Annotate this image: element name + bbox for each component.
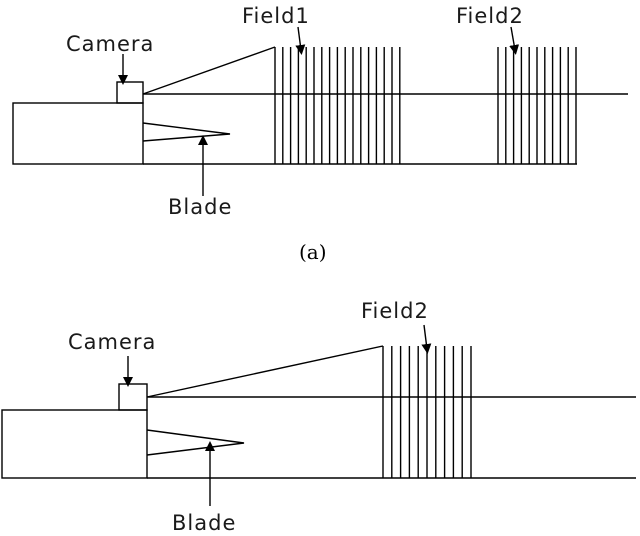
panel-a: Camera Field1 Field2 Blade (a) (12, 4, 628, 264)
field2-lines (382, 346, 472, 478)
blade-label: Blade (172, 511, 236, 535)
blade-label: Blade (168, 195, 232, 219)
field1-pointer (295, 26, 306, 55)
field2-label: Field2 (456, 4, 524, 28)
view-ray (146, 345, 384, 398)
view-ray (142, 46, 276, 95)
field2-pointer (509, 26, 520, 55)
field2-lines (497, 47, 577, 164)
field2-label: Field2 (361, 299, 429, 323)
housing-body (12, 102, 144, 165)
field1-label: Field1 (242, 4, 310, 28)
camera-label: Camera (66, 32, 154, 56)
field1-lines (274, 47, 401, 164)
field2-pointer (421, 324, 432, 354)
housing-body (1, 409, 148, 479)
camera-box (116, 81, 144, 104)
blade-shape (146, 429, 245, 456)
panel-a-caption: (a) (299, 240, 327, 264)
panel-b: Camera Field2 Blade (1, 299, 636, 535)
camera-label: Camera (68, 330, 156, 354)
camera-box (118, 383, 148, 411)
blade-shape (142, 122, 231, 142)
